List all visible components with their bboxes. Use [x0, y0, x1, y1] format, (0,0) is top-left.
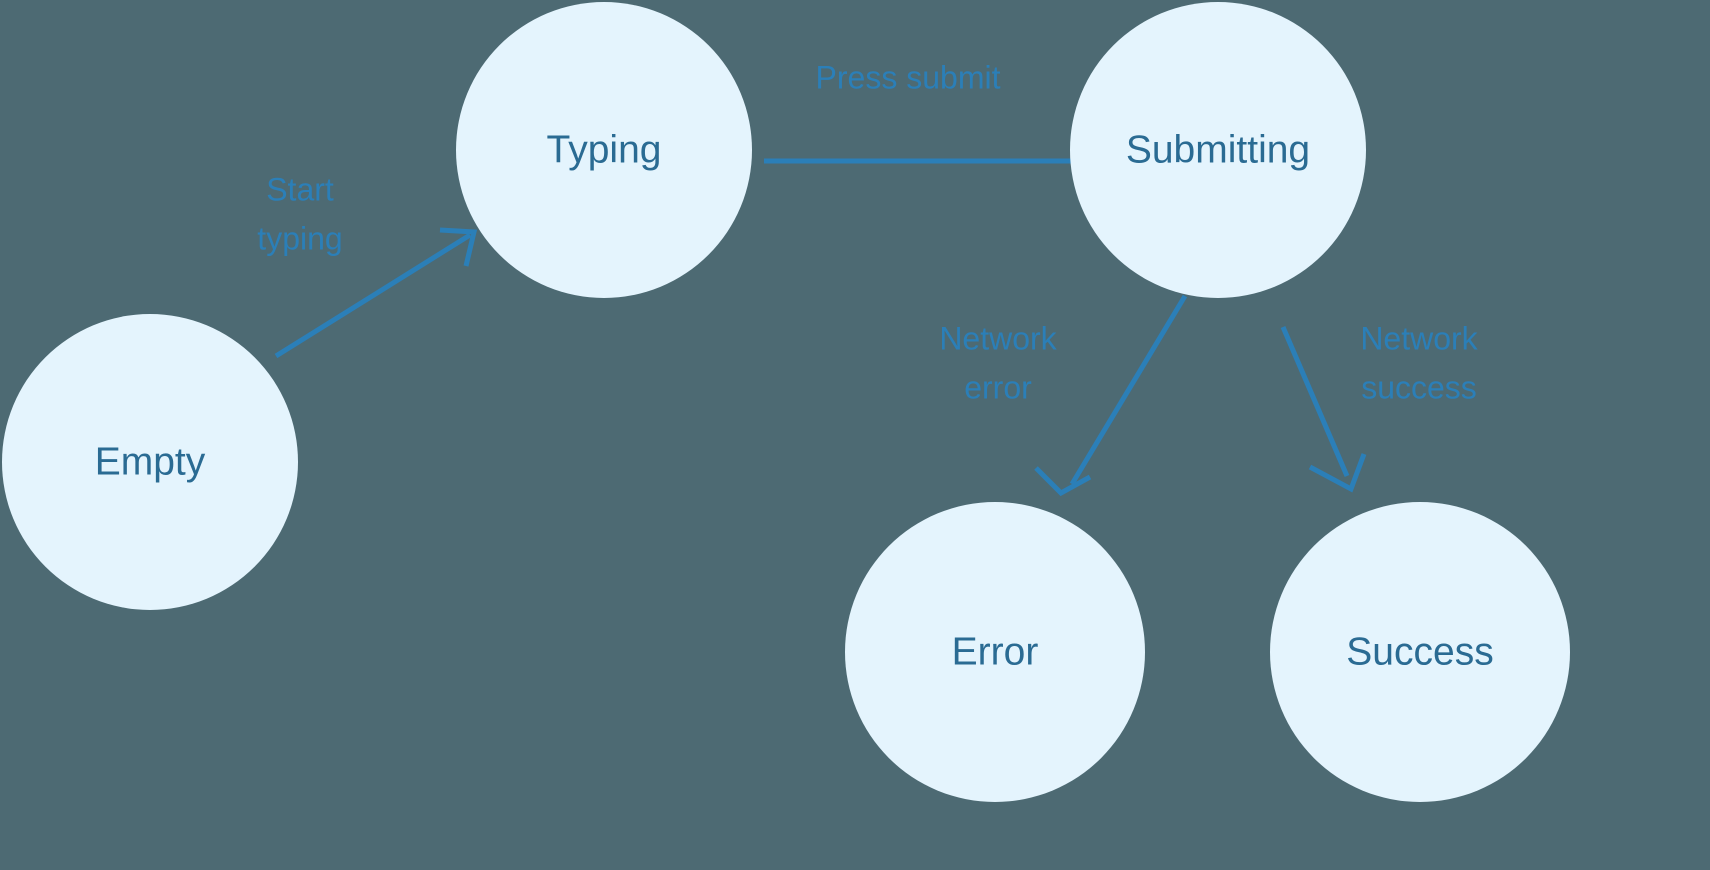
state-circle-error [845, 502, 1145, 802]
edge-empty-to-typing-arrowhead [439, 227, 478, 267]
edge-submitting-to-error-line [1069, 294, 1188, 486]
edge-label-submitting-to-success-line1: Network [1360, 320, 1478, 356]
edge-empty-to-typing[interactable] [274, 227, 478, 359]
edge-label-typing-to-submitting-line1: Press submit [816, 59, 1001, 95]
edge-label-submitting-to-error: Network error [939, 320, 1057, 405]
edge-label-empty-to-typing-line2: typing [257, 220, 342, 256]
state-label-empty: Empty [95, 440, 206, 483]
state-label-submitting: Submitting [1126, 128, 1310, 171]
state-label-success: Success [1346, 630, 1493, 673]
state-circle-empty [2, 314, 298, 610]
state-node-typing[interactable]: Typing [456, 2, 752, 298]
state-circle-typing [456, 2, 752, 298]
edge-submitting-to-error-arrowhead [1034, 466, 1092, 497]
edge-label-empty-to-typing-line1: Start [266, 171, 334, 207]
state-label-typing: Typing [547, 128, 662, 171]
edge-label-submitting-to-error-line1: Network [939, 320, 1057, 356]
edge-empty-to-typing-line [274, 232, 472, 359]
state-node-submitting[interactable]: Submitting [1070, 2, 1366, 298]
edge-label-submitting-to-success-line2: success [1361, 369, 1477, 405]
state-node-success[interactable]: Success [1270, 502, 1570, 802]
edge-label-submitting-to-error-line2: error [964, 369, 1032, 405]
edge-label-submitting-to-success: Network success [1360, 320, 1478, 405]
edge-submitting-to-error[interactable] [1034, 294, 1188, 497]
state-node-error[interactable]: Error [845, 502, 1145, 802]
state-label-error: Error [952, 630, 1039, 673]
edge-label-typing-to-submitting: Press submit [816, 59, 1001, 95]
edge-submitting-to-success-arrowhead [1308, 453, 1367, 493]
state-circle-submitting [1070, 2, 1366, 298]
state-circle-success [1270, 502, 1570, 802]
edge-submitting-to-success[interactable] [1280, 326, 1367, 493]
edge-submitting-to-success-line [1280, 326, 1350, 477]
state-node-empty[interactable]: Empty [2, 314, 298, 610]
edge-label-empty-to-typing: Start typing [257, 171, 342, 256]
